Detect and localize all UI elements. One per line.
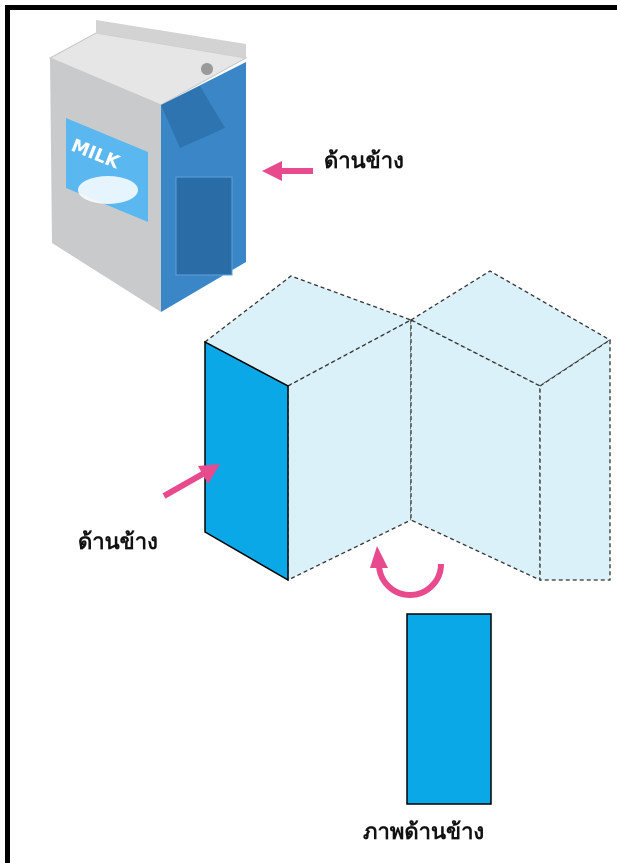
side-view-rectangle	[406, 613, 492, 805]
milk-logo: MILK	[66, 118, 148, 222]
side-arrow-left	[162, 464, 220, 499]
unfolded-box	[203, 270, 612, 582]
figure-frame	[5, 5, 617, 863]
side-view-label: ภาพด้านข้าง	[363, 820, 485, 845]
side-label-left: ด้านข้าง	[78, 530, 158, 555]
rotation-arrow	[370, 546, 444, 598]
side-label-top: ด้านข้าง	[324, 149, 404, 174]
milk-carton-illustration: MILK	[48, 20, 248, 312]
side-arrow-top	[262, 161, 313, 181]
